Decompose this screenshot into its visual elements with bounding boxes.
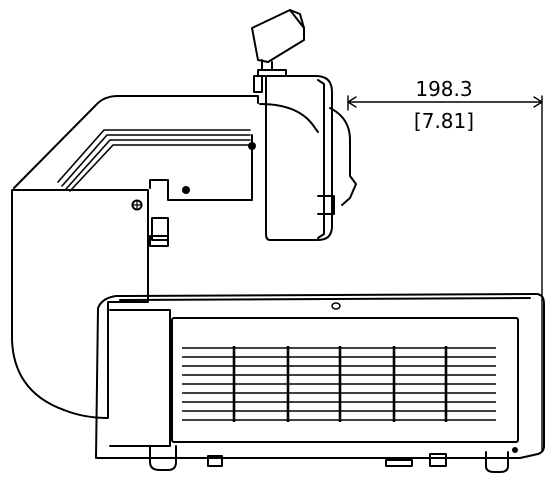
column-screw-slot <box>133 201 141 209</box>
projector-vent-panel-frame <box>171 317 519 443</box>
mount-arm-underside <box>149 134 253 201</box>
projector-body-outline <box>95 293 545 459</box>
column-rivet-icon <box>182 186 190 194</box>
adjust-knob-body <box>251 9 305 63</box>
mount-arm-inner-edge <box>259 103 319 133</box>
adjust-knob-edge <box>289 9 305 29</box>
adjust-knob-bolt <box>253 75 263 93</box>
arm-lower-bracket <box>151 217 169 241</box>
head-housing-front-rim <box>317 79 325 239</box>
mount-arm-bracket-curve <box>329 107 357 206</box>
projector-bottom-tab-1 <box>207 455 223 467</box>
adjust-knob-stem <box>257 59 287 77</box>
mount-column-outline <box>11 189 149 419</box>
vent-grille <box>182 346 496 422</box>
projector-foot-right <box>485 451 509 473</box>
arm-lower-nut <box>149 235 169 247</box>
top-sensor-icon <box>331 302 341 310</box>
projector-body-top-ridge <box>119 297 531 301</box>
mount-arm-outline <box>13 95 259 189</box>
projector-foot-left <box>149 445 177 471</box>
projector-bottom-tab-2 <box>385 459 413 467</box>
column-screw-icon <box>131 199 143 211</box>
arm-stripe-1 <box>57 129 251 183</box>
projector-bottom-tab-3 <box>429 453 447 467</box>
head-housing-clamp <box>317 195 335 215</box>
dimension-inch-label: [7.81] <box>414 109 474 133</box>
arm-stripe-2 <box>61 134 251 187</box>
arm-rivet-icon <box>248 142 256 150</box>
arm-stripe-4 <box>69 144 251 192</box>
dimension-mm-label: 198.3 <box>415 77 472 101</box>
projector-front-panel <box>109 309 171 447</box>
arm-stripe-3 <box>65 139 251 190</box>
head-housing-outline <box>265 75 333 241</box>
front-status-light-icon <box>512 447 518 453</box>
